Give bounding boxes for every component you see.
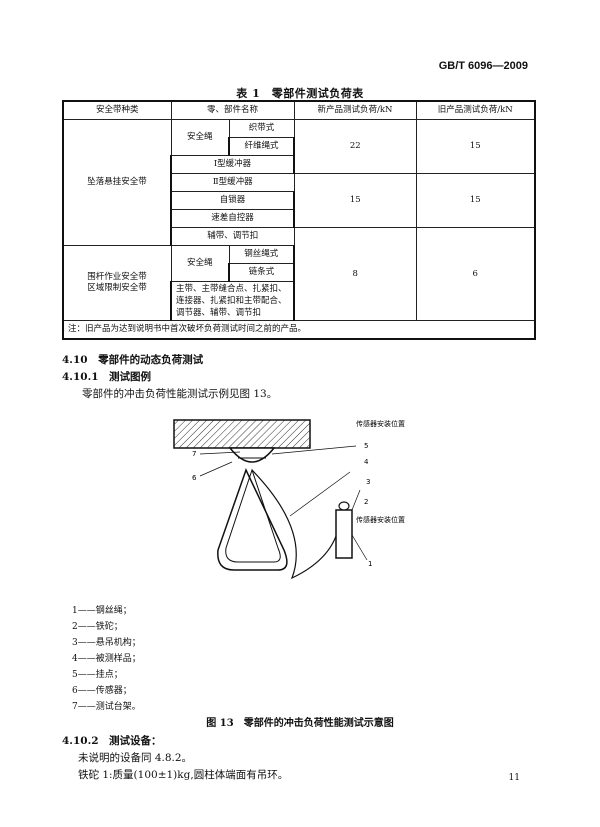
table-note: 注：旧产品为达到说明书中首次破坏负荷测试时间之前的产品。 bbox=[61, 320, 537, 340]
cell-aux-strap: 辅带、调节扣 bbox=[169, 227, 295, 246]
cell-chain-type: 链条式 bbox=[227, 263, 296, 282]
header-new-load: 新产品测试负荷/kN bbox=[293, 100, 417, 120]
header-component-name: 零、部件名称 bbox=[170, 100, 295, 120]
label-num-7: 7 bbox=[192, 450, 196, 458]
label-num-1: 1 bbox=[368, 560, 372, 568]
test-sample-inner bbox=[225, 468, 281, 563]
cell-fall-arrest-belt: 坠落悬挂安全带 bbox=[62, 119, 172, 246]
wire-rope bbox=[251, 469, 341, 580]
cell-new-load-15: 15 bbox=[293, 173, 417, 228]
weight-hook bbox=[338, 501, 350, 511]
legend-item: 2——铁砣； bbox=[72, 622, 123, 632]
section-4-10-2-text1: 未说明的设备同 4.8.2。 bbox=[78, 752, 193, 764]
cell-new-load-8: 8 bbox=[293, 227, 417, 321]
legend-item: 6——传感器； bbox=[72, 686, 132, 696]
cell-fiber-rope-type: 纤维绳式 bbox=[227, 137, 296, 156]
component-load-table: 安全带种类 零、部件名称 新产品测试负荷/kN 旧产品测试负荷/kN 坠落悬挂安… bbox=[61, 100, 537, 340]
label-sensor-top: 传感器安装位置 bbox=[356, 419, 405, 428]
cell-old-load-15a: 15 bbox=[415, 119, 537, 174]
cell-wire-rope-type: 钢丝绳式 bbox=[228, 245, 296, 264]
section-4-10-2-text2: 铁砣 1:质量(100±1)kg,圆柱体端面有吊环。 bbox=[78, 769, 289, 781]
anchor-point bbox=[228, 447, 276, 463]
label-sensor-side: 传感器安装位置 bbox=[356, 515, 405, 524]
cell-old-load-15b: 15 bbox=[415, 173, 537, 228]
label-num-2: 2 bbox=[364, 498, 368, 506]
legend-item: 1——钢丝绳； bbox=[72, 606, 132, 616]
iron-weight bbox=[335, 509, 353, 559]
test-sample-outer bbox=[217, 468, 288, 571]
cell-absorber-2: Ⅱ型缓冲器 bbox=[169, 173, 295, 192]
label-num-4: 4 bbox=[364, 458, 369, 466]
cell-new-load-22: 22 bbox=[293, 119, 417, 174]
cell-self-locking: 自锁器 bbox=[169, 191, 296, 210]
label-num-6: 6 bbox=[192, 474, 197, 482]
section-4-10: 4.10 零部件的动态负荷测试 bbox=[62, 354, 204, 366]
figure-legend: 1——钢丝绳； 2——铁砣； 3——悬吊机构； 4——被测样品； 5——挂点； … bbox=[72, 603, 141, 715]
cell-safety-rope: 安全绳 bbox=[170, 119, 230, 156]
cell-old-load-6: 6 bbox=[415, 227, 537, 321]
section-4-10-1: 4.10.1 测试图例 bbox=[62, 371, 152, 383]
section-4-10-2: 4.10.2 测试设备： bbox=[62, 735, 162, 747]
cell-speed-control: 速差自控器 bbox=[169, 209, 296, 228]
table-caption: 表 1 零部件测试负荷表 bbox=[236, 87, 364, 100]
section-4-10-1-text: 零部件的冲击负荷性能测试示例见图 13。 bbox=[82, 388, 278, 400]
standard-code: GB/T 6096—2009 bbox=[438, 60, 528, 72]
legend-item: 5——挂点； bbox=[72, 670, 123, 680]
cell-safety-rope-2: 安全绳 bbox=[170, 245, 230, 282]
impact-test-diagram: 传感器安装位置 5 4 3 2 传感器安装位置 1 7 6 bbox=[173, 419, 405, 580]
header-belt-type: 安全带种类 bbox=[62, 100, 172, 120]
cell-main-strap: 主带、主带缝合点、扎紧扣、连接器、扎紧扣和主带配合、调节器、辅带、调节扣 bbox=[169, 281, 296, 321]
cell-webbing-type: 织带式 bbox=[228, 119, 295, 138]
legend-item: 4——被测样品； bbox=[72, 654, 141, 664]
figure-caption: 图 13 零部件的冲击负荷性能测试示意图 bbox=[206, 718, 394, 729]
legend-item: 3——悬吊机构； bbox=[72, 638, 141, 648]
header-old-load: 旧产品测试负荷/kN bbox=[415, 100, 537, 120]
test-frame bbox=[173, 419, 311, 449]
cell-restraint-belt: 围杆作业安全带 区域限制安全带 bbox=[62, 245, 172, 321]
cell-absorber-1: Ⅰ型缓冲器 bbox=[169, 155, 296, 174]
page-number: 11 bbox=[508, 773, 520, 783]
legend-item: 7——测试台架。 bbox=[72, 702, 141, 712]
label-num-5: 5 bbox=[364, 442, 368, 450]
label-num-3: 3 bbox=[366, 478, 370, 486]
